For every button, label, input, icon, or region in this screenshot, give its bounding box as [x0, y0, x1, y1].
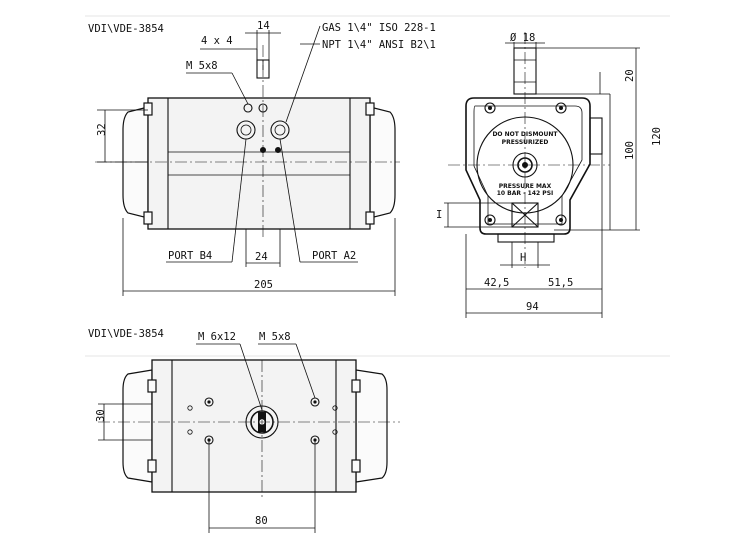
port-b-leader-d	[231, 138, 247, 263]
top-port-a-pin	[275, 147, 281, 153]
top-bolt-br	[365, 211, 375, 225]
top-view-title: VDI\VDE-3854	[88, 23, 164, 35]
square-label: H	[520, 252, 526, 264]
bottom-right-end-cap	[355, 369, 388, 483]
bottom-bolt-tr	[351, 379, 361, 393]
side-bolt-bl-core	[488, 218, 492, 222]
shaft-diameter-label: Ø 18	[510, 32, 535, 44]
bottom-view-title: VDI\VDE-3854	[88, 328, 164, 340]
bolt-spacing-label: 80	[255, 515, 268, 527]
left-offset-label: 42,5	[484, 277, 509, 289]
side-bolt-tl	[484, 102, 496, 114]
side-housing-inner	[473, 105, 583, 225]
bottom-view: VDI\VDE-3854	[88, 328, 400, 533]
bottom-left-end-cap	[122, 369, 153, 483]
top-right-end-cap	[369, 106, 396, 219]
top-left-end-cap	[122, 106, 149, 219]
bottom-hole-tr-core	[313, 400, 317, 404]
side-bolt-br-core	[559, 218, 563, 222]
side-base-flange	[497, 233, 555, 243]
side-port-boss	[589, 117, 603, 155]
bottom-bolt-bl	[147, 459, 157, 473]
top-bolt-tl	[143, 102, 153, 116]
overall-width-label: 94	[526, 301, 539, 313]
side-bolt-tl-core	[488, 106, 492, 110]
side-bolt-br	[555, 214, 567, 226]
slot-label: 4 x 4	[201, 35, 233, 47]
bottom-thread-label-1: M 6x12	[198, 331, 236, 343]
bottom-hole-tl	[204, 397, 214, 407]
port-spacing-label: 24	[255, 251, 268, 263]
gas-thread-label: GAS 1\4" ISO 228-1	[322, 22, 436, 34]
side-housing	[465, 97, 591, 235]
side-bolt-bl	[484, 214, 496, 226]
top-port-a-inner	[274, 124, 286, 136]
top-actuator-body	[147, 97, 371, 230]
shaft-width-label: 14	[257, 20, 270, 32]
top-bolt-tr	[365, 102, 375, 116]
top-thread-label: M 5x8	[186, 60, 218, 72]
port-a-label: PORT A2	[312, 250, 356, 262]
top-port-b-inner	[240, 124, 252, 136]
offset-label: I	[436, 209, 442, 221]
m6-leader-d	[239, 343, 263, 411]
bottom-thread-label-2: M 5x8	[259, 331, 291, 343]
bottom-small-hole-4	[332, 429, 338, 435]
top-height-label: 32	[96, 123, 108, 136]
top-view: VDI\VDE-3854 4 x 4	[88, 20, 400, 296]
warning-line-1: DO NOT DISMOUNT	[492, 131, 558, 138]
npt-thread-label: NPT 1\4" ANSI B2\1	[322, 39, 436, 51]
bottom-bolt-br	[351, 459, 361, 473]
bottom-small-hole-1	[187, 405, 193, 411]
m5-leader-d	[295, 343, 316, 399]
pressure-line-1: PRESSURE MAX	[499, 183, 552, 190]
right-offset-label: 51,5	[548, 277, 573, 289]
bottom-actuator-body	[151, 359, 357, 493]
body-height-label: 100	[624, 141, 636, 160]
gas-thread-leader	[285, 25, 321, 123]
thread-leader-d	[231, 72, 249, 105]
bottom-hole-tl-core	[207, 400, 211, 404]
bottom-small-hole-3	[187, 429, 193, 435]
overall-height-label: 120	[651, 127, 663, 146]
bottom-bolt-tl	[147, 379, 157, 393]
bottom-small-hole-2	[332, 405, 338, 411]
overall-length-label: 205	[254, 279, 273, 291]
side-view: GAS 1\4" ISO 228-1 NPT 1\4" ANSI B2\1 Ø …	[285, 22, 663, 318]
bottom-height-label: 30	[95, 409, 107, 422]
port-a-leader-d	[279, 138, 301, 263]
shaft-height-label: 20	[624, 69, 636, 82]
port-b-label: PORT B4	[168, 250, 212, 262]
side-bolt-tr-core	[559, 106, 563, 110]
top-bolt-bl	[143, 211, 153, 225]
side-bolt-tr	[555, 102, 567, 114]
